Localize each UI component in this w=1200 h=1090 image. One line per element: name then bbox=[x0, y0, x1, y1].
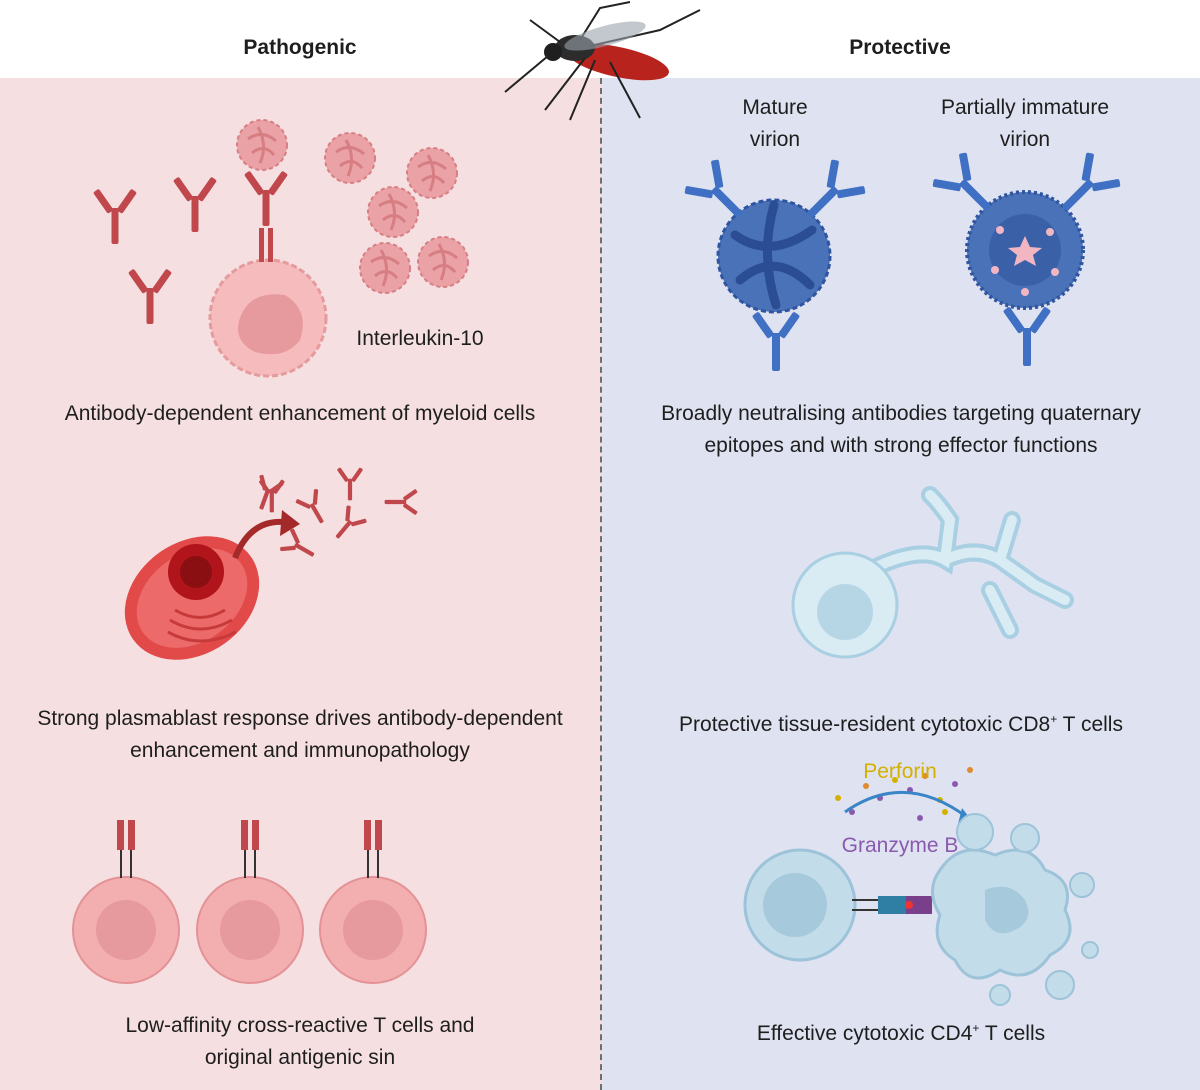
low-affinity-caption-line1: Low-affinity cross-reactive T cells and bbox=[125, 1014, 475, 1037]
antibody-icon bbox=[751, 311, 801, 371]
t-cell-icon bbox=[72, 819, 180, 984]
secreted-antibody-icon bbox=[326, 503, 369, 547]
apoptotic-target-cell-icon bbox=[931, 813, 1099, 1006]
immature-virion-label-line1: Partially immature bbox=[940, 96, 1110, 119]
virion-icon bbox=[235, 118, 289, 172]
cd4-t-cell-icon bbox=[743, 848, 857, 962]
low-affinity-caption-line2: original antigenic sin bbox=[204, 1046, 396, 1069]
cd8-caption: Protective tissue-resident cytotoxic CD8… bbox=[679, 712, 1123, 736]
mature-virion-label-line1: Mature bbox=[742, 96, 808, 119]
secreted-antibody-icon bbox=[336, 467, 364, 501]
antibody-on-receptor-icon bbox=[243, 170, 289, 262]
immature-virion-label-line2: virion bbox=[999, 128, 1051, 151]
ade-caption: Antibody-dependent enhancement of myeloi… bbox=[64, 402, 536, 425]
panel-divider bbox=[600, 78, 602, 1090]
antibody-icon bbox=[1002, 306, 1052, 366]
antibody-icon bbox=[172, 176, 218, 232]
t-cell-icon bbox=[319, 819, 427, 984]
secretion-arrow bbox=[232, 518, 284, 560]
virion-icon bbox=[405, 146, 459, 200]
interleukin-10-label: Interleukin-10 bbox=[356, 327, 484, 350]
secreted-antibody-icon bbox=[384, 488, 418, 516]
tissue-resident-cd8-t-cell-icon bbox=[791, 486, 1074, 659]
virion-icon bbox=[358, 241, 412, 295]
virion-icon bbox=[416, 235, 470, 289]
granule-release-arrow bbox=[844, 791, 969, 820]
antibody-icon bbox=[92, 188, 138, 244]
secreted-antibody-icon bbox=[294, 487, 334, 530]
plasmablast-icon bbox=[124, 536, 260, 660]
t-cell-icon bbox=[196, 819, 304, 984]
perforin-granzyme-dots bbox=[835, 767, 973, 821]
mosquito-icon bbox=[504, 1, 701, 121]
mature-virion-label-line2: virion bbox=[749, 128, 801, 151]
plasmablast-caption-line2: enhancement and immunopathology bbox=[130, 739, 470, 762]
protective-panel bbox=[601, 78, 1200, 1090]
perforin-label: Perforin bbox=[863, 760, 937, 783]
bnab-caption-line1: Broadly neutralising antibodies targetin… bbox=[661, 402, 1141, 425]
antibody-icon bbox=[127, 268, 173, 324]
plasmablast-caption-line1: Strong plasmablast response drives antib… bbox=[37, 707, 563, 730]
secreted-antibody-icon bbox=[248, 473, 285, 514]
granzyme-b-label: Granzyme B bbox=[841, 834, 959, 857]
pathogenic-header: Pathogenic bbox=[243, 36, 357, 59]
immature-virion-icon bbox=[965, 190, 1085, 310]
myeloid-cell-icon bbox=[208, 258, 328, 378]
mature-virion-icon bbox=[716, 198, 832, 314]
protective-header: Protective bbox=[849, 36, 951, 59]
virion-icon bbox=[323, 131, 377, 185]
tcr-mhc-complex-icon bbox=[852, 896, 932, 914]
virion-icon bbox=[366, 185, 420, 239]
cd4-caption: Effective cytotoxic CD4+ T cells bbox=[756, 1021, 1046, 1045]
bnab-caption-line2: epitopes and with strong effector functi… bbox=[704, 434, 1098, 457]
